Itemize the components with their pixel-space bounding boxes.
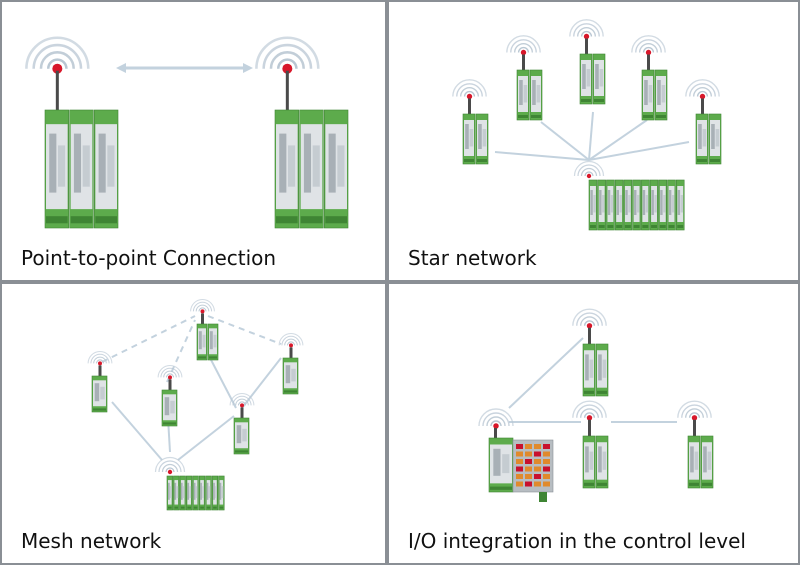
star-links — [494, 111, 690, 161]
wireless-signal-icon — [572, 400, 607, 421]
caption-mesh-network: Mesh network — [21, 529, 162, 553]
wireless-signal-icon — [573, 160, 605, 179]
star-devices — [452, 19, 722, 231]
panel-mesh-network: Mesh network — [2, 284, 385, 563]
radio-module-icon — [157, 365, 183, 427]
wireless-signal-icon — [452, 79, 487, 100]
wireless-signal-icon — [229, 393, 255, 408]
radio-module-icon — [278, 333, 304, 395]
radio-module-icon — [572, 400, 609, 489]
radio-module-icon — [506, 35, 543, 121]
terminal-block-icon — [154, 456, 225, 511]
wireless-signal-icon — [685, 79, 720, 100]
point-to-point-diagram — [25, 36, 349, 229]
wireless-signal-icon — [255, 36, 320, 74]
wireless-signal-icon — [631, 35, 666, 56]
wireless-signal-icon — [157, 365, 183, 380]
star-network-diagram — [452, 19, 722, 231]
double-arrow-link — [116, 63, 253, 73]
mesh-solid-links — [111, 353, 282, 461]
wireless-signal-icon — [506, 35, 541, 56]
mesh-dashed-links — [101, 315, 282, 383]
caption-point-to-point: Point-to-point Connection — [21, 246, 277, 270]
radio-module-icon — [229, 393, 255, 455]
terminal-block-icon — [573, 160, 685, 231]
io-controller-icon — [478, 408, 554, 502]
radio-module-icon — [190, 299, 219, 361]
wireless-signal-icon — [478, 408, 514, 429]
radio-module-icon — [452, 79, 489, 165]
io-integration-diagram — [478, 308, 714, 502]
radio-module-icon — [685, 79, 722, 165]
wireless-signal-icon — [154, 456, 186, 475]
radio-module-icon — [677, 400, 714, 489]
wireless-signal-icon — [677, 400, 712, 421]
wireless-signal-icon — [569, 19, 604, 40]
radio-module-icon — [631, 35, 668, 121]
radio-module-icon — [569, 19, 606, 105]
wireless-signal-icon — [25, 36, 90, 74]
wireless-signal-icon — [87, 351, 113, 366]
wireless-signal-icon — [572, 308, 607, 329]
wireless-signal-icon — [278, 333, 304, 348]
radio-module-icon — [87, 351, 113, 413]
radio-station-right — [255, 36, 349, 229]
radio-module-icon — [255, 36, 349, 229]
panel-star-network: Star network — [389, 2, 798, 280]
radio-module-icon — [572, 308, 609, 397]
mesh-network-diagram — [87, 299, 304, 511]
radio-station-left — [25, 36, 119, 229]
mesh-devices — [87, 299, 304, 511]
wireless-signal-icon — [190, 299, 215, 314]
panel-point-to-point: Point-to-point Connection — [2, 2, 385, 280]
caption-star-network: Star network — [408, 246, 537, 270]
io-links — [508, 337, 677, 423]
caption-io-integration: I/O integration in the control level — [408, 529, 746, 553]
io-devices — [478, 308, 714, 502]
radio-module-icon — [25, 36, 119, 229]
panel-io-integration: I/O integration in the control level — [389, 284, 798, 563]
